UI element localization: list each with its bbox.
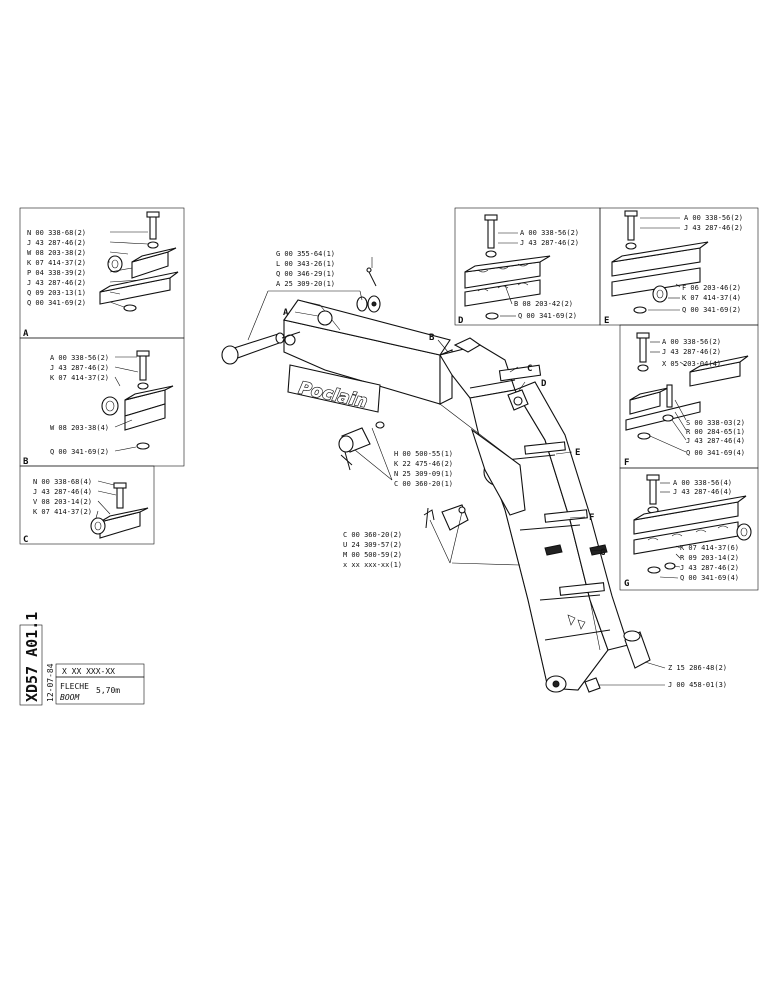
part-h-00-500-55: H 00 500-55(1) — [394, 450, 453, 458]
panel-a-label: A — [23, 329, 29, 339]
panel-b-part-3: K 07 414-37(2) — [50, 374, 109, 382]
part-k-22-475-46: K 22 475-46(2) — [394, 460, 453, 468]
panel-b-label: B — [23, 457, 29, 467]
panel-g-part-4: R 09 203-14(2) — [680, 554, 739, 562]
title-fr: FLECHE — [60, 682, 89, 691]
panel-d-part-1: A 00 338-56(2) — [520, 229, 579, 237]
panel-b-part-1: A 00 338-56(2) — [50, 354, 109, 362]
panel-f-part-2: J 43 287-46(2) — [662, 348, 721, 356]
panel-d-label: D — [458, 316, 464, 326]
panel-c-part-1: N 00 338-68(4) — [33, 478, 92, 486]
callout-f: F — [589, 513, 594, 523]
boom-size: 5,70m — [96, 686, 120, 695]
panel-c-part-2: J 43 287-46(4) — [33, 488, 92, 496]
panel-g-part-2: J 43 287-46(4) — [673, 488, 732, 496]
panel-b-part-4: W 08 203-38(4) — [50, 424, 109, 432]
sleeve-group — [584, 630, 651, 693]
panel-f-part-5: R 00 284-65(1) — [686, 428, 745, 436]
panel-a-part-7: Q 09 203-13(1) — [27, 289, 86, 297]
panel-f-part-1: A 00 338-56(2) — [662, 338, 721, 346]
panel-e: E A 00 338-56(2) J 43 287-46(2) F 06 203… — [599, 207, 759, 326]
boom-pin — [221, 331, 301, 365]
panel-e-part-4: K 07 414-37(4) — [682, 294, 741, 302]
top-pin-group — [356, 267, 381, 313]
callout-g: G — [600, 548, 605, 558]
part-reference: X XX XXX-XX — [62, 667, 115, 676]
panel-a-part-1: N 00 338-68(2) — [27, 229, 86, 237]
part-z-15-286-48: Z 15 286-48(2) — [668, 664, 727, 672]
part-m-00-500-59: M 00 500-59(2) — [343, 551, 402, 559]
panel-b: B A 00 338-56(2) J 43 287-46(2) K 07 414… — [19, 337, 185, 467]
panel-d-part-2: J 43 287-46(2) — [520, 239, 579, 247]
part-c-00-360-20: C 00 360-20(1) — [394, 480, 453, 488]
panel-g-label: G — [624, 579, 629, 589]
panel-a-part-8: Q 00 341-69(2) — [27, 299, 86, 307]
panel-g-part-5: J 43 287-46(2) — [680, 564, 739, 572]
part-c-00-360-20-2: C 00 360-20(2) — [343, 531, 402, 539]
panel-c: C N 00 338-68(4) J 43 287-46(4) V 08 203… — [19, 465, 155, 545]
part-x-xx-xxx-xx: x xx xxx-xx(1) — [343, 561, 402, 569]
panel-b-part-2: J 43 287-46(2) — [50, 364, 109, 372]
panel-d: D A 00 338-56(2) J 43 287-46(2) B 08 203… — [454, 207, 601, 326]
title-en: BOOM — [60, 693, 80, 702]
callout-b: B — [429, 333, 435, 343]
panel-e-part-3: F 06 203-46(2) — [682, 284, 741, 292]
panel-f-label: F — [624, 458, 629, 468]
part-q-00-346-29: Q 00 346-29(1) — [276, 270, 335, 278]
leader-lines — [247, 257, 666, 686]
part-g-00-355-64: G 00 355-64(1) — [276, 250, 335, 258]
panel-a-part-2: J 43 287-46(2) — [27, 239, 86, 247]
panel-g-part-6: Q 00 341-69(4) — [680, 574, 739, 582]
panel-a-part-6: J 43 287-46(2) — [27, 279, 86, 287]
panel-e-part-2: J 43 287-46(2) — [684, 224, 743, 232]
title-block: XD57 A01.1 12-07-84 X XX XXX-XX FLECHE B… — [19, 612, 145, 706]
cylinder-pin-group — [338, 421, 385, 471]
panel-c-part-4: K 07 414-37(2) — [33, 508, 92, 516]
panel-c-label: C — [23, 535, 28, 545]
panel-g-part-3: K 07 414-37(6) — [680, 544, 739, 552]
callout-e: E — [575, 448, 580, 458]
panel-g-part-1: A 00 338-56(4) — [673, 479, 732, 487]
panel-e-part-5: Q 00 341-69(2) — [682, 306, 741, 314]
panel-a: A N 00 338-68(2) J 43 287-46(2) W 08 203… — [19, 207, 185, 339]
part-n-25-309-09: N 25 309-09(1) — [394, 470, 453, 478]
panel-f: F A 00 338-56(2) J 43 287-46(2) X 05 203… — [619, 324, 759, 469]
callout-c: C — [527, 364, 532, 374]
panel-g: G A 00 338-56(4) J 43 287-46(4) K 07 414… — [619, 467, 759, 591]
boom-assembly: Poclain — [283, 299, 629, 693]
panel-a-part-4: K 07 414-37(2) — [27, 259, 86, 267]
sheet-code: XD57 A01.1 — [23, 612, 41, 702]
callout-d: D — [541, 379, 547, 389]
callout-a: A — [283, 308, 289, 318]
panel-f-part-7: Q 00 341-69(4) — [686, 449, 745, 457]
panel-f-part-4: S 00 338-03(2) — [686, 419, 745, 427]
part-u-24-309-57: U 24 309-57(2) — [343, 541, 402, 549]
panel-d-part-4: Q 00 341-69(2) — [518, 312, 577, 320]
part-a-25-309-20: A 25 309-20(1) — [276, 280, 335, 288]
lower-pin-group — [423, 504, 469, 531]
sheet-date: 12-07-84 — [46, 663, 55, 702]
part-j-00-458-01: J 00 458-01(3) — [668, 681, 727, 689]
panel-e-label: E — [604, 316, 609, 326]
panel-a-part-3: W 08 203-38(2) — [27, 249, 86, 257]
panel-d-part-3: B 08 203-42(2) — [514, 300, 573, 308]
panel-f-part-6: J 43 287-46(4) — [686, 437, 745, 445]
part-l-00-343-26: L 00 343-26(1) — [276, 260, 335, 268]
panel-b-part-5: Q 00 341-69(2) — [50, 448, 109, 456]
panel-f-part-3: X 05 203-04(4) — [662, 360, 721, 368]
panel-e-part-1: A 00 338-56(2) — [684, 214, 743, 222]
panel-c-part-3: V 08 203-14(2) — [33, 498, 92, 506]
panel-a-part-5: P 04 338-39(2) — [27, 269, 86, 277]
